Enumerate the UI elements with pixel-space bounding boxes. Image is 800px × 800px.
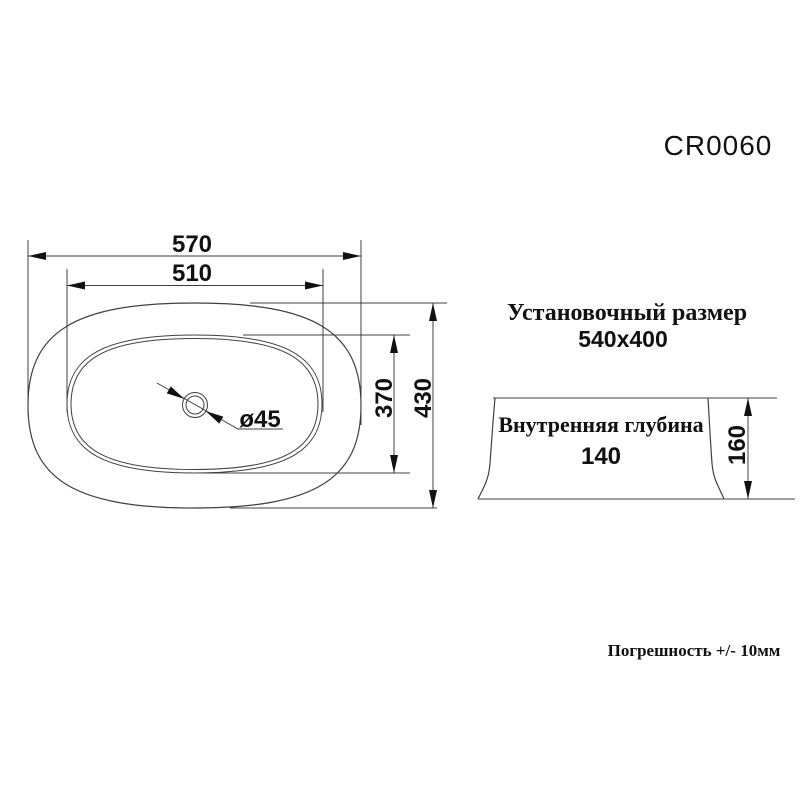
dimension-inner-width: 510: [66, 260, 324, 412]
plan-view: 570 510 370: [27, 231, 447, 509]
dimension-label-510: 510: [172, 260, 212, 287]
arrowhead-bottom: [744, 481, 752, 499]
dimension-side-height: 160: [724, 398, 752, 499]
drain-diameter-callout: ø45: [156, 382, 283, 433]
inner-depth-label: Внутренняя глубина: [498, 412, 703, 437]
drain-diameter-label: ø45: [239, 406, 280, 433]
dimension-outer-height: 430: [230, 302, 447, 509]
installation-size-label: Установочный размер: [507, 300, 747, 326]
tolerance-note: Погрешность +/- 10мм: [608, 641, 781, 660]
arrowhead-top: [744, 398, 752, 416]
left-profile-line: [477, 397, 496, 500]
basin-rim-outline-outer: [66, 334, 323, 474]
right-profile-line: [707, 397, 725, 500]
arrowhead-right: [343, 252, 361, 260]
installation-size-value: 540x400: [578, 326, 668, 352]
arrowhead-bottom: [390, 455, 398, 473]
dimension-label-430: 430: [410, 378, 437, 418]
arrowhead-bottom: [429, 490, 437, 508]
inner-depth-value: 140: [581, 443, 621, 470]
leader-line: [156, 382, 283, 430]
basin-rim-outline-inner: [70, 337, 319, 471]
dimension-inner-height: 370: [200, 334, 410, 474]
dimension-label-570: 570: [172, 231, 212, 258]
arrowhead-top: [390, 335, 398, 353]
dimension-label-160: 160: [724, 425, 751, 465]
arrowhead-left: [28, 252, 46, 260]
arrowhead-left: [67, 281, 85, 290]
arrowhead-top: [429, 303, 437, 321]
arrowhead-lower: [205, 411, 224, 424]
drain-hole-outer: [182, 392, 208, 418]
drain-hole-inner: [185, 395, 205, 415]
arrowhead-upper: [166, 386, 185, 399]
basin-outer-outline: [27, 302, 362, 509]
side-view: Внутренняя глубина 140 160: [477, 397, 795, 500]
model-code: CR0060: [664, 130, 773, 161]
installation-size-note: Установочный размер 540x400: [507, 300, 747, 352]
dimension-label-370: 370: [371, 378, 398, 418]
arrowhead-right: [305, 281, 323, 290]
dimension-outer-width: 570: [27, 231, 362, 425]
